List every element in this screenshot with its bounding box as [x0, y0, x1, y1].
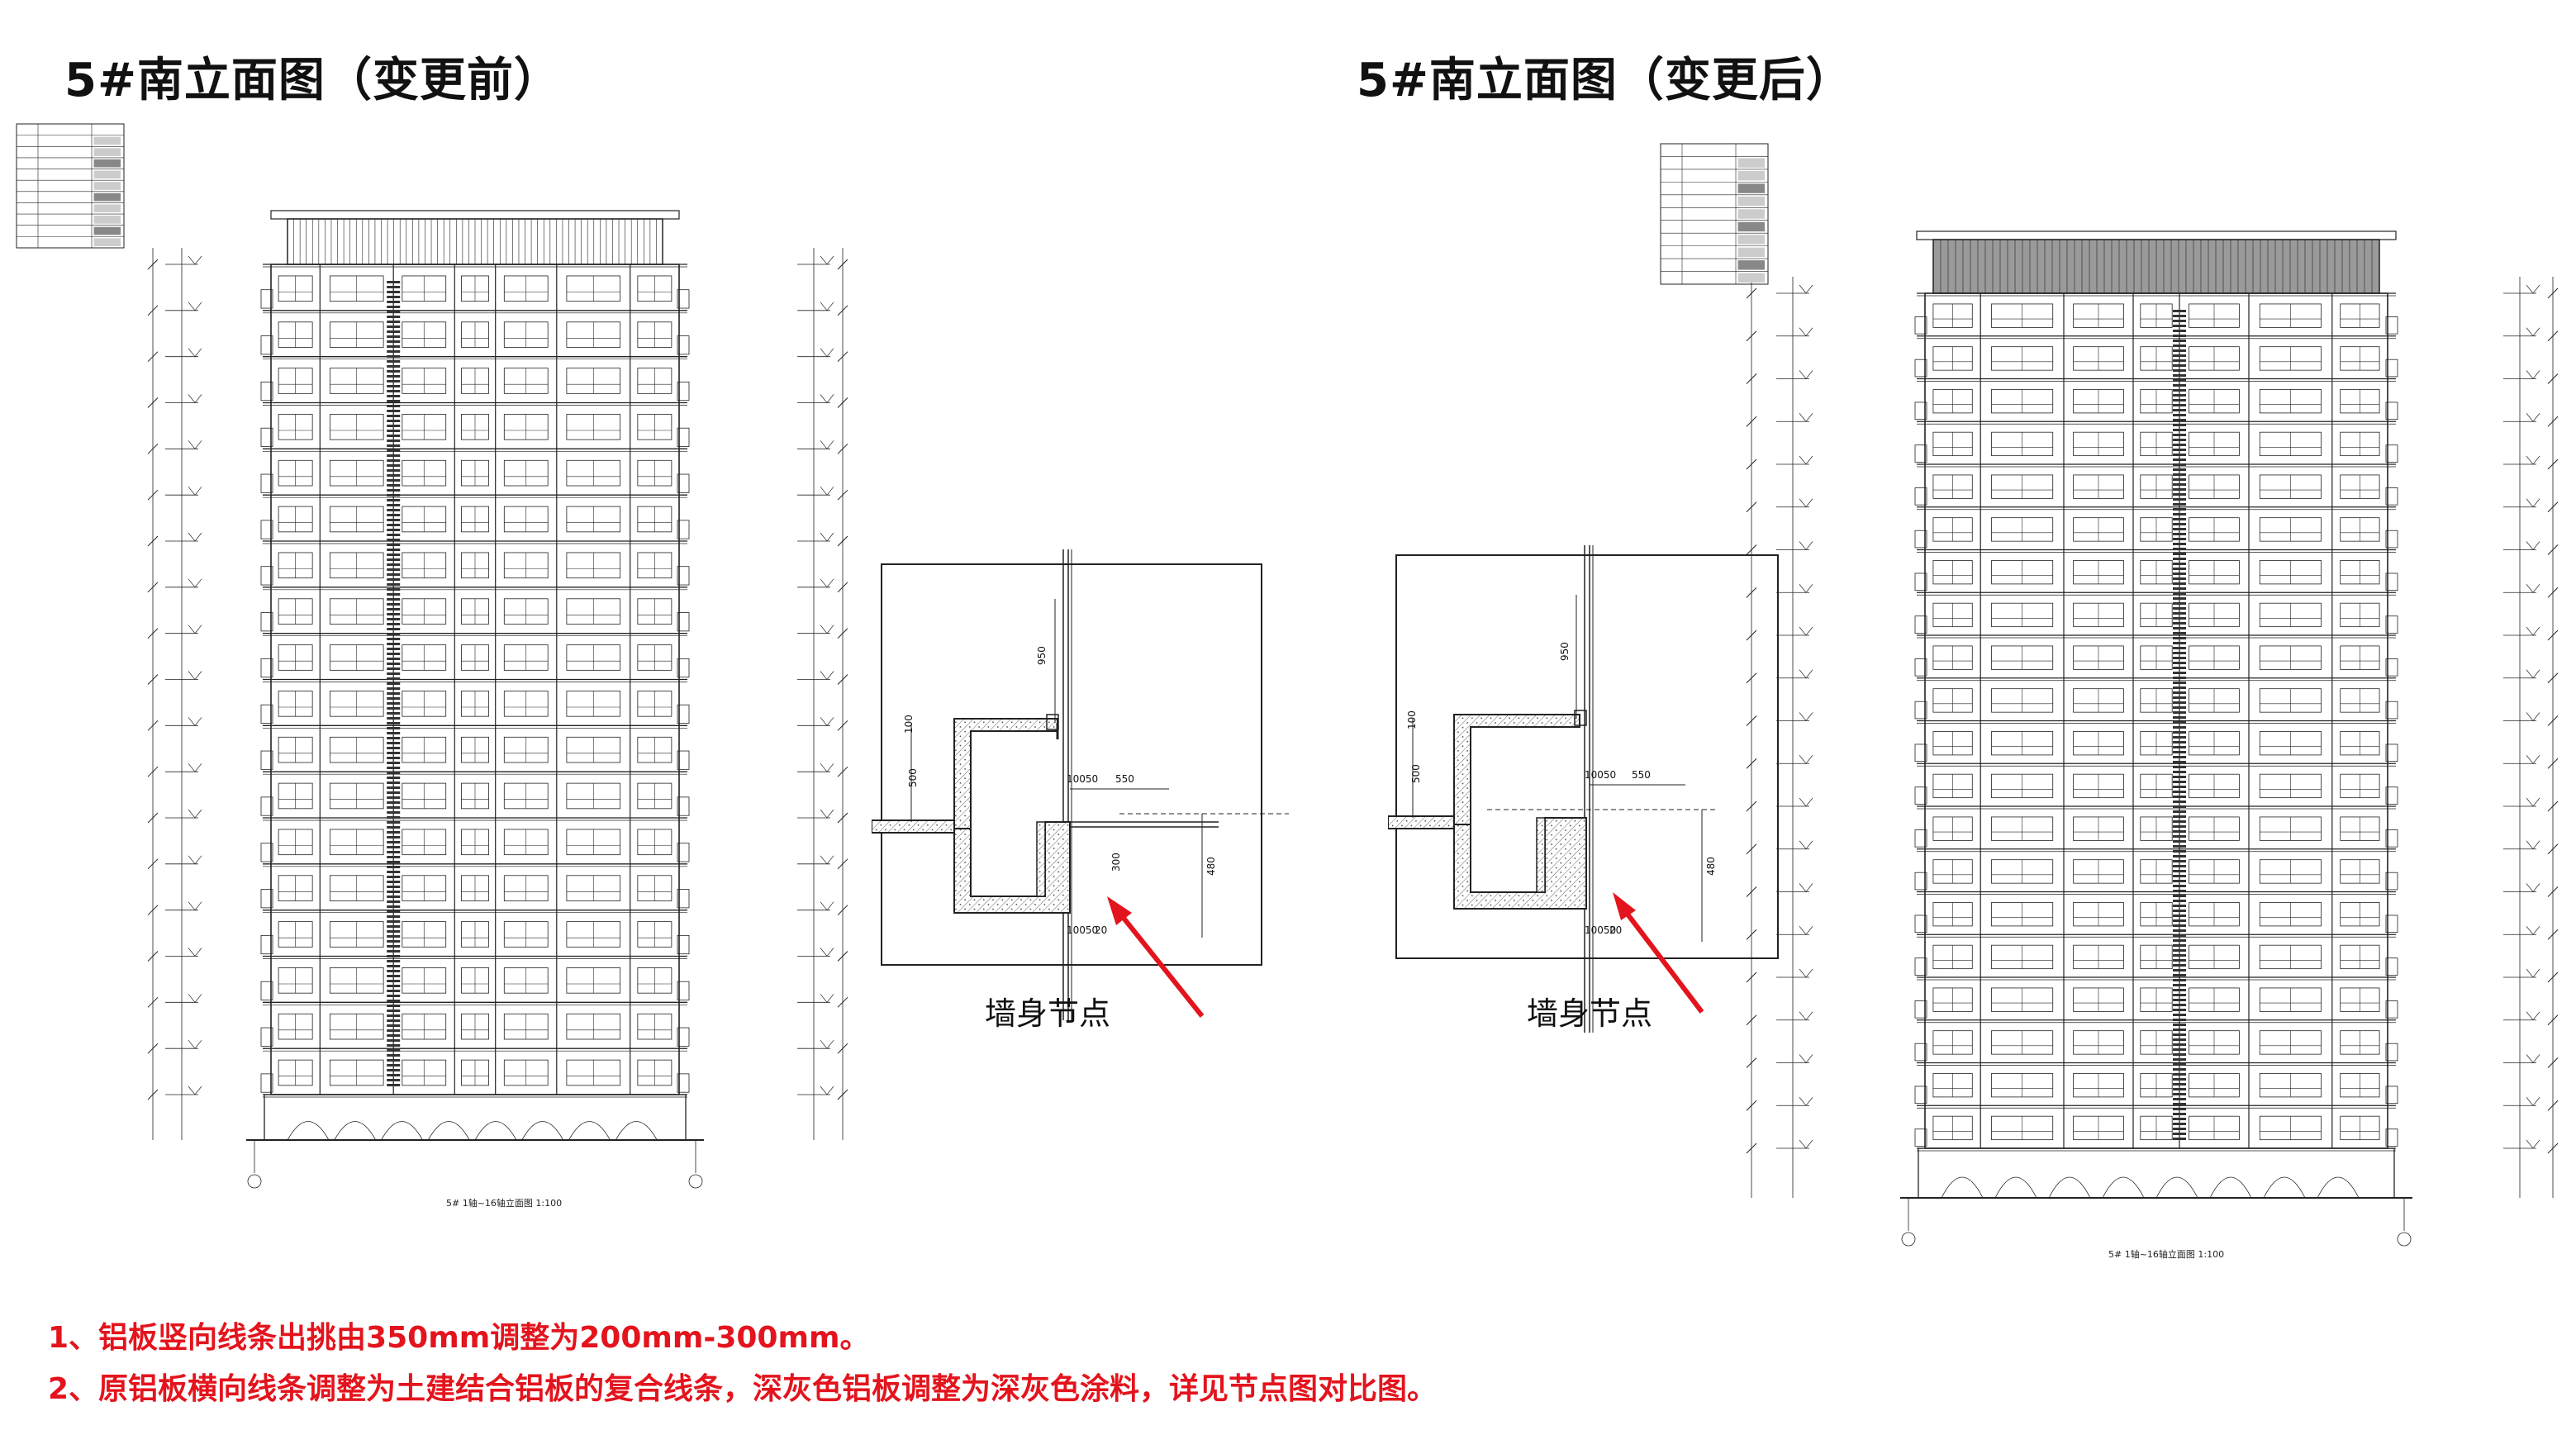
wall-detail-before: 950 500 100 550 10050 480 300 10050 20	[872, 549, 1289, 1020]
sheet-caption-before: 5# 1轴~16轴立面图 1:100	[446, 1198, 563, 1209]
dim-500: 500	[907, 768, 919, 787]
note-1: 1、铝板竖向线条出挑由350mm调整为200mm-300mm。	[48, 1321, 870, 1355]
dim-10050-top: 10050	[1067, 773, 1098, 785]
dim-950-after: 950	[1559, 642, 1571, 661]
dim-10050-bottom-after: 10050	[1585, 924, 1616, 936]
dim-300: 300	[1110, 853, 1122, 872]
dim-480-after: 480	[1705, 857, 1717, 876]
wall-detail-caption-before: 墙身节点	[985, 995, 1111, 1032]
elevation-after	[1660, 143, 2559, 1247]
title-after: 5#南立面图（变更后）	[1357, 54, 1853, 107]
dim-100: 100	[903, 715, 915, 734]
dim-500-after: 500	[1410, 764, 1422, 783]
dim-20-after: 20	[1609, 924, 1622, 936]
dim-550-after: 550	[1632, 769, 1651, 781]
dim-100-after: 100	[1406, 710, 1418, 729]
wall-detail-caption-after: 墙身节点	[1527, 995, 1653, 1032]
dim-480: 480	[1205, 857, 1217, 876]
dim-10050-top-after: 10050	[1585, 769, 1616, 781]
note-2: 2、原铝板横向线条调整为土建结合铝板的复合线条，深灰色铝板调整为深灰色涂料，详见…	[48, 1372, 1438, 1406]
dim-10050-bottom: 10050	[1067, 924, 1098, 936]
title-before: 5#南立面图（变更前）	[64, 54, 561, 107]
elevation-before	[16, 123, 848, 1189]
wall-detail-after: 950 500 100 550 10050 480 10050 20	[1388, 545, 1779, 1033]
dim-950: 950	[1036, 646, 1048, 665]
sheet-caption-after: 5# 1轴~16轴立面图 1:100	[2108, 1249, 2225, 1260]
dim-20: 20	[1095, 924, 1107, 936]
dim-550: 550	[1115, 773, 1134, 785]
